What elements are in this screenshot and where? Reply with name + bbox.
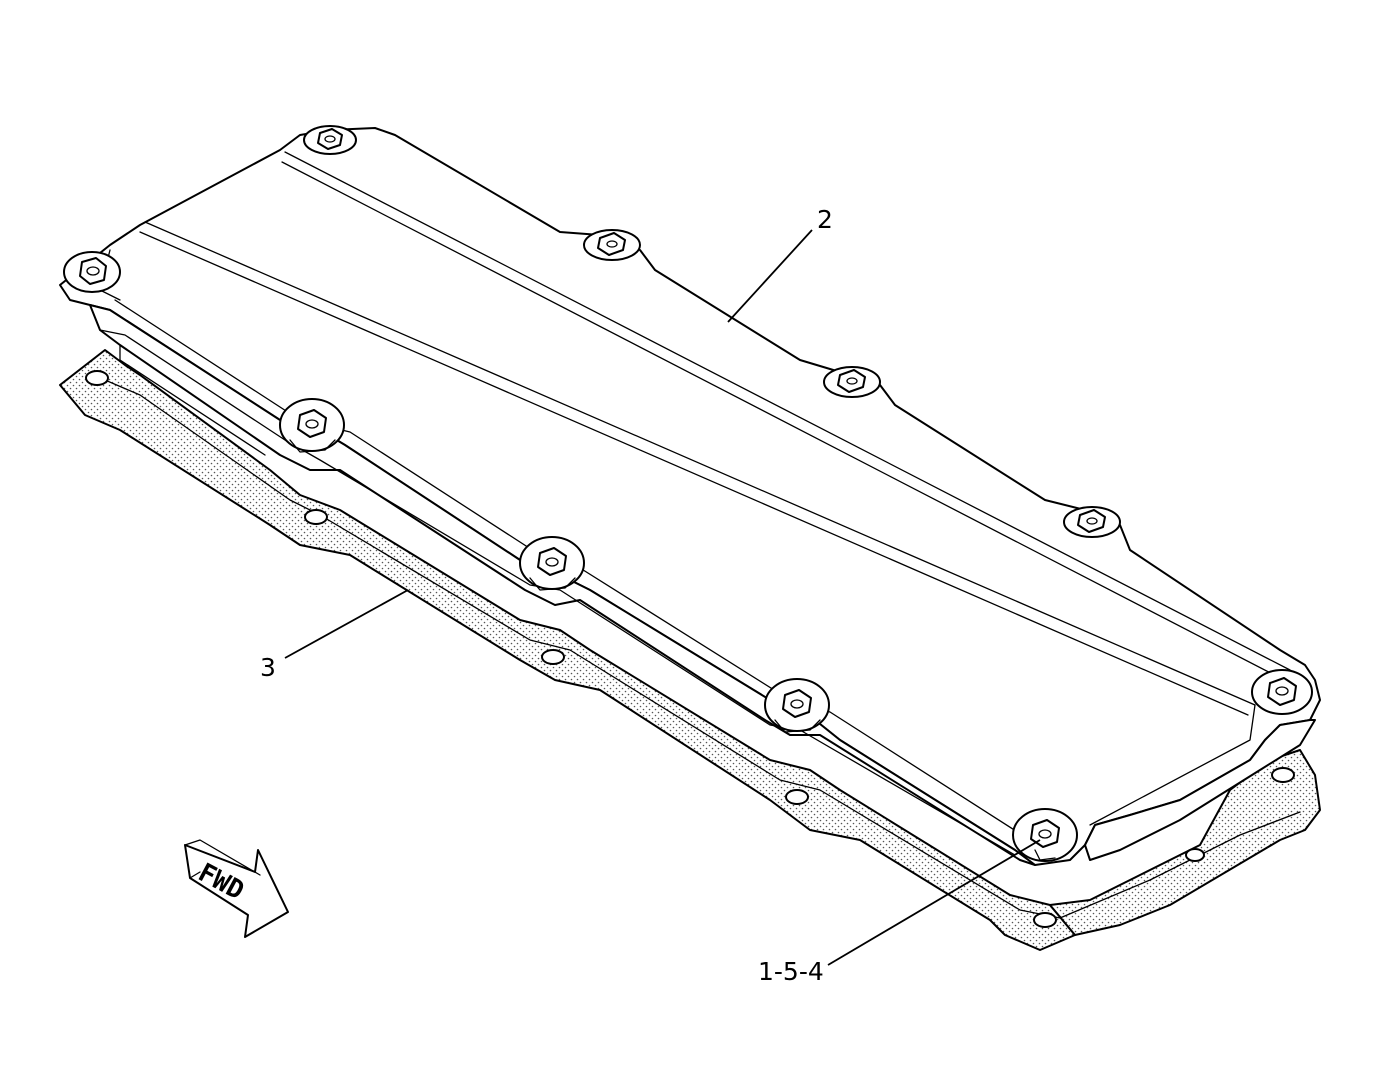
callout-bolt: 1-5-4 bbox=[758, 957, 824, 986]
bolt-10 bbox=[1251, 669, 1313, 715]
bolt-8 bbox=[764, 678, 830, 733]
bolt-9 bbox=[1012, 808, 1078, 862]
bolt-3 bbox=[583, 229, 641, 261]
bolts bbox=[63, 125, 1313, 862]
bolt-7 bbox=[519, 536, 585, 591]
bolt-4 bbox=[823, 366, 881, 398]
bolt-6 bbox=[279, 398, 345, 453]
forward-arrow-icon: FWD bbox=[184, 839, 289, 938]
leader-gasket bbox=[284, 589, 409, 659]
callout-gasket: 3 bbox=[260, 653, 276, 682]
bolt-2 bbox=[303, 125, 357, 155]
bolt-1 bbox=[63, 251, 121, 293]
gasket bbox=[59, 349, 1321, 951]
leader-cover bbox=[727, 229, 813, 323]
bolt-5 bbox=[1063, 506, 1121, 538]
callout-cover: 2 bbox=[817, 205, 833, 234]
leader-bolt bbox=[827, 839, 1041, 966]
